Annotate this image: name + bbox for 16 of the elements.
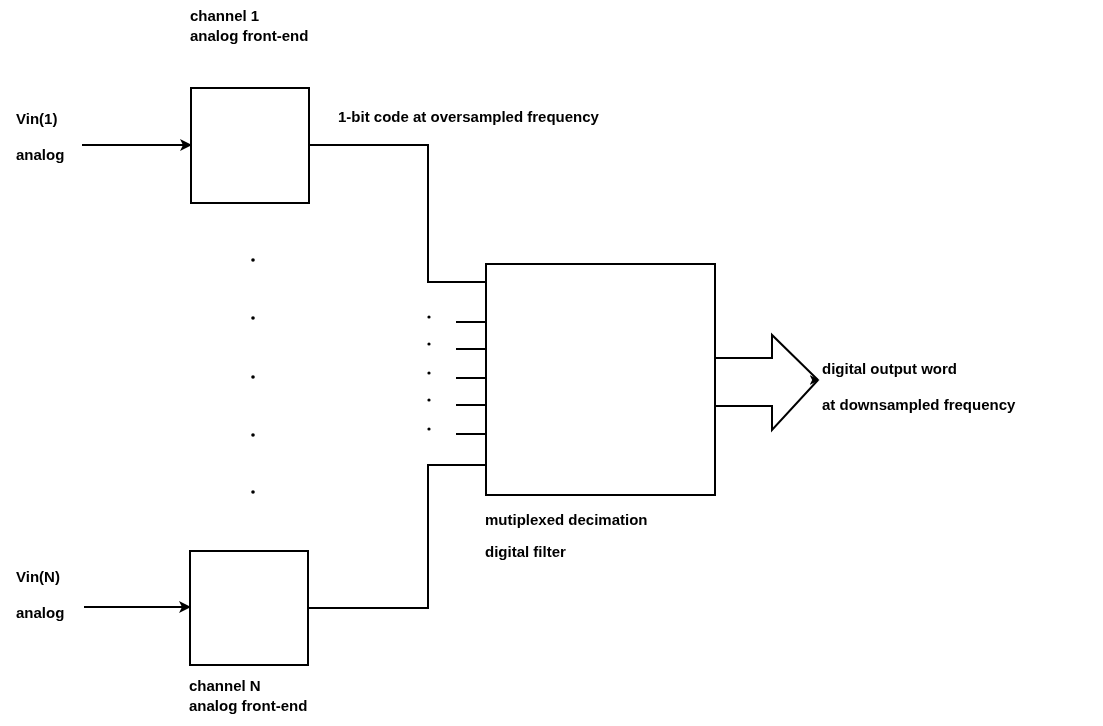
node-label: analog front-end xyxy=(189,696,309,716)
node-label: Vin(N) xyxy=(16,567,61,587)
node-label: digital output word xyxy=(822,359,958,379)
node-label: Vin(1) xyxy=(16,109,59,129)
bus-arrow xyxy=(715,332,820,433)
arrow xyxy=(81,139,192,151)
node-label: analog front-end xyxy=(190,26,310,46)
arrow xyxy=(83,601,191,613)
node-label: channel N xyxy=(189,676,262,696)
connector-line xyxy=(308,464,486,609)
node-label: analog xyxy=(16,603,65,623)
node-label: channel 1 xyxy=(190,6,261,26)
node-label: analog xyxy=(16,145,65,165)
connector-line xyxy=(309,144,486,283)
node-label: at downsampled frequency xyxy=(822,395,1016,415)
node-label: mutiplexed decimation digital filter xyxy=(485,510,649,562)
